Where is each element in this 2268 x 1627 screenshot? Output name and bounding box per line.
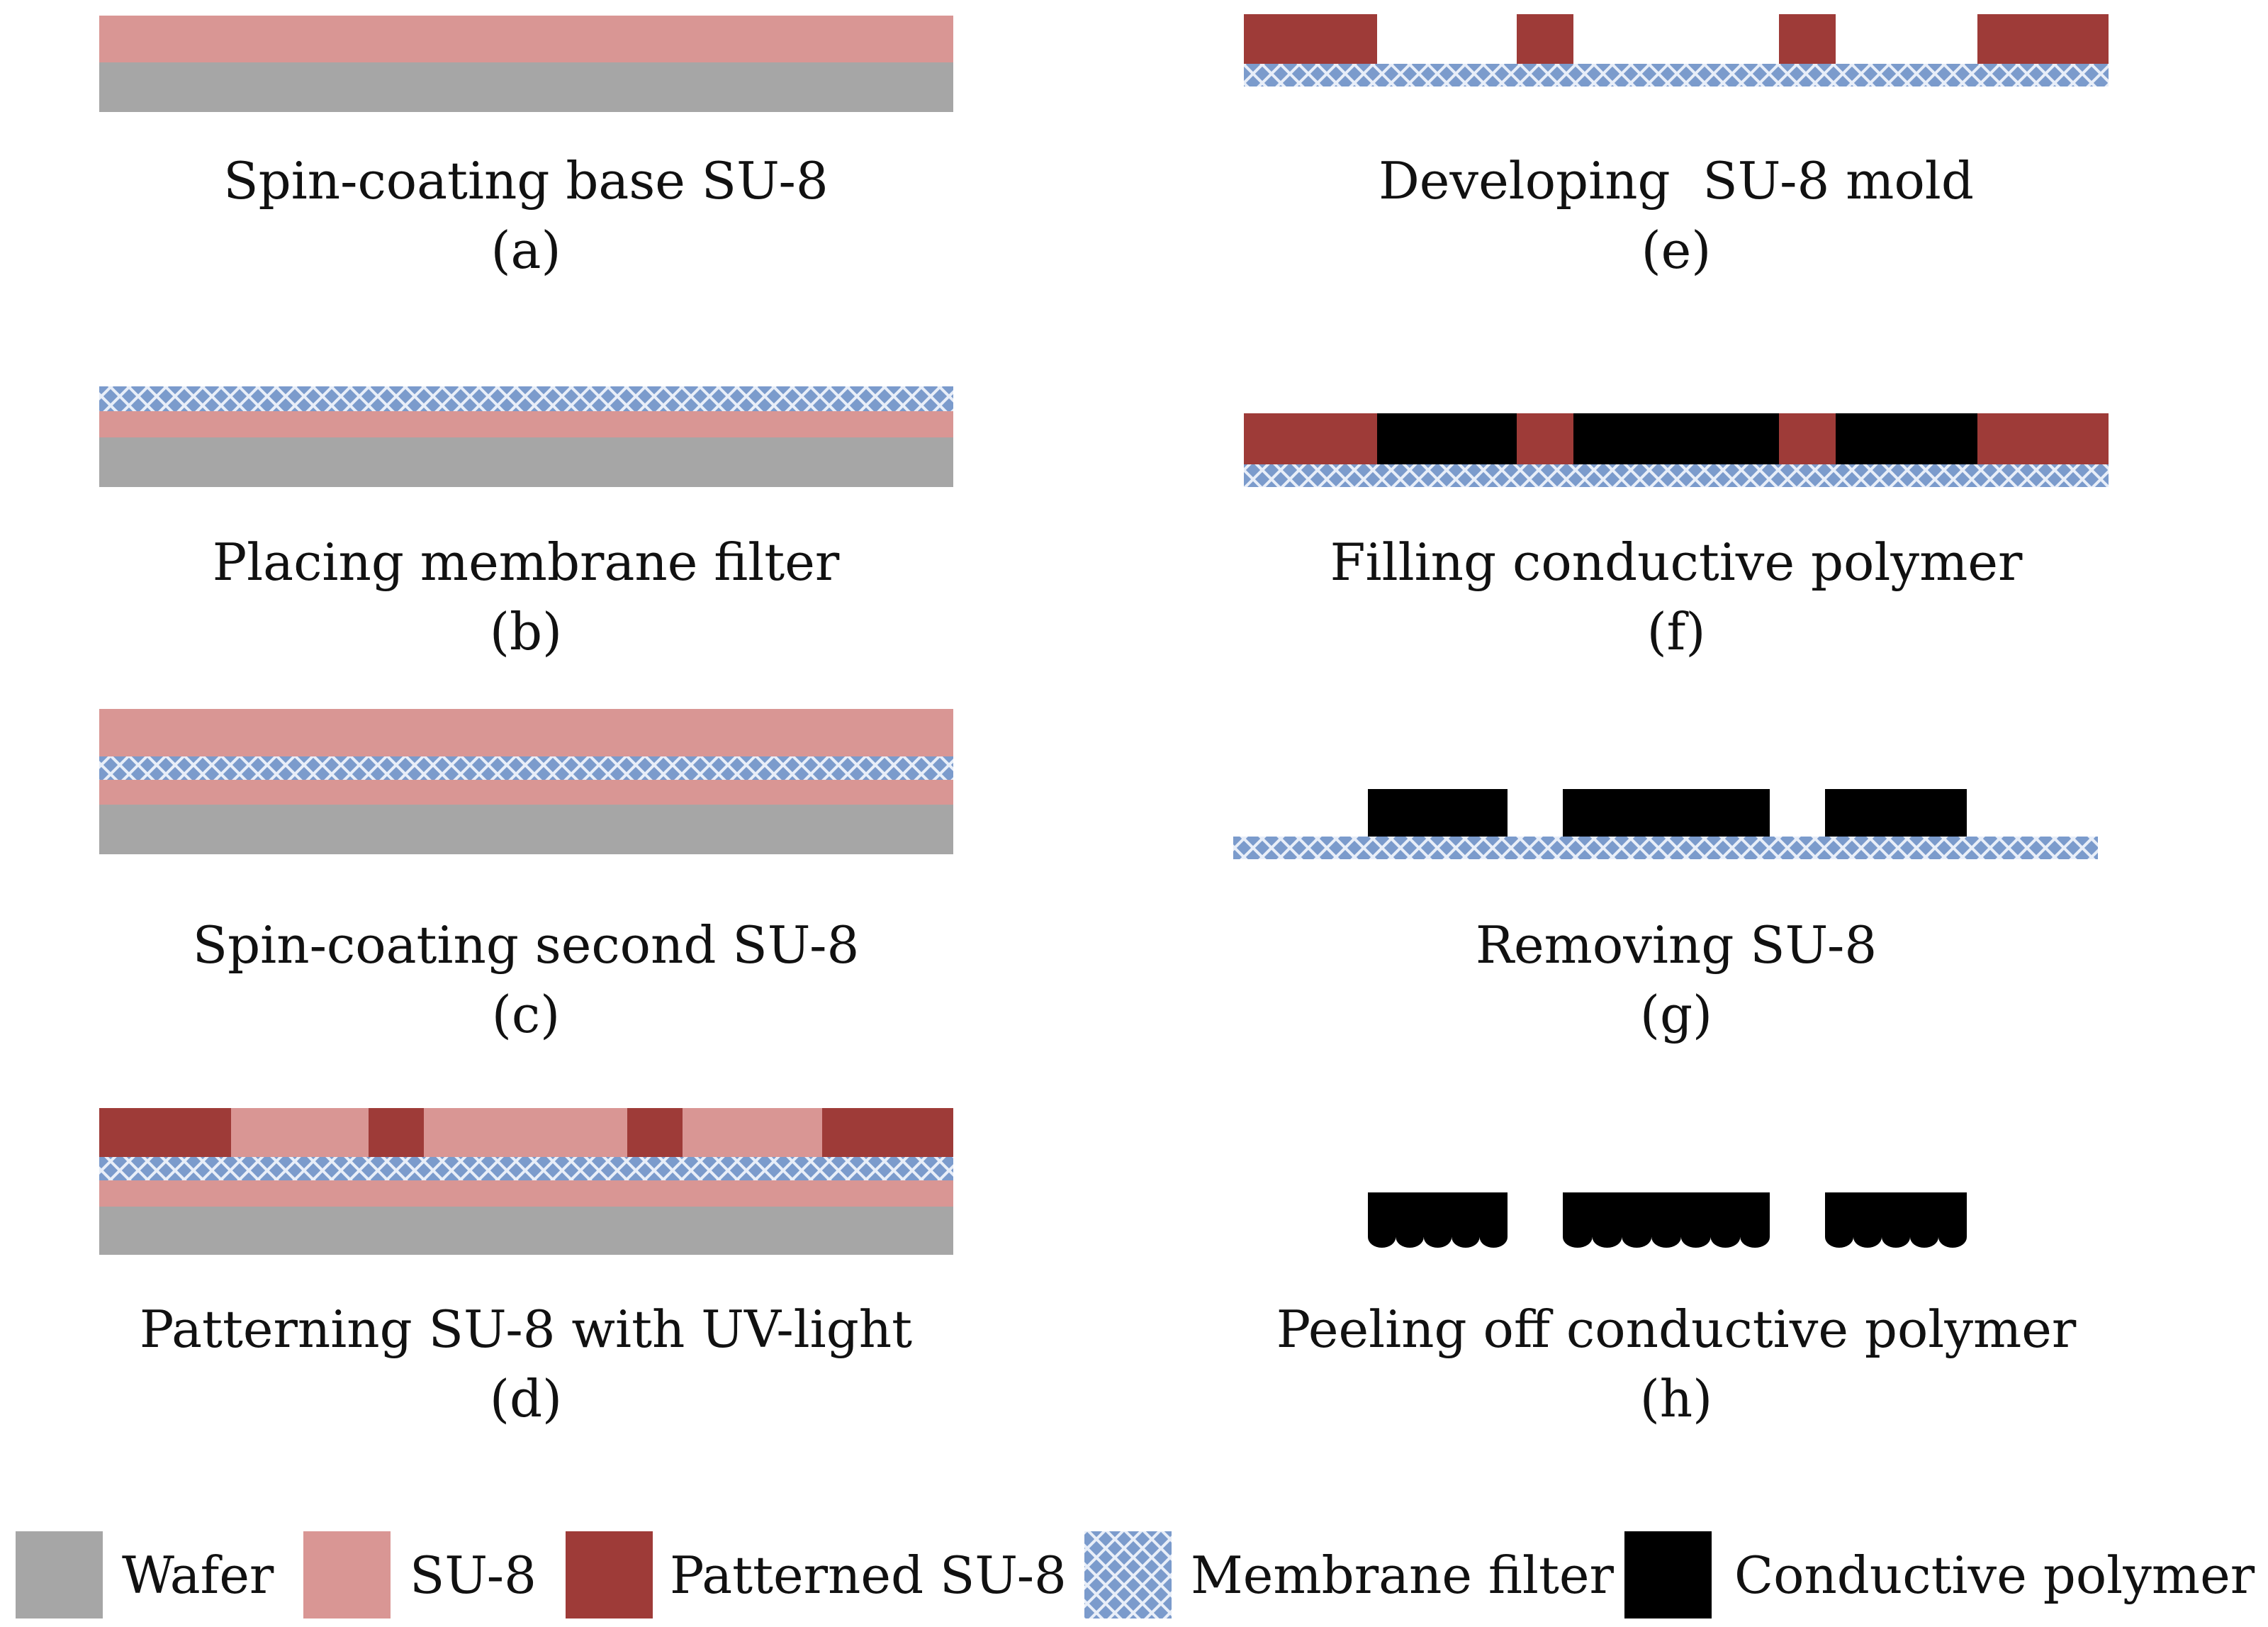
wafer-layer (99, 1207, 953, 1255)
step-g-caption: Removing SU-8 (1476, 915, 1877, 975)
polymer-bump (1423, 1226, 1452, 1248)
step-c-cross-section (99, 709, 953, 854)
step-e-cross-section (1244, 14, 2109, 86)
step-d-caption: Patterning SU-8 with UV-light (140, 1299, 912, 1359)
polymer-bump (1479, 1226, 1508, 1248)
polymer-bump (1622, 1226, 1652, 1248)
su8-layer (99, 16, 953, 62)
conductive-polymer-block (1825, 789, 1967, 837)
step-h-caption: Peeling off conductive polymer (1276, 1299, 2077, 1359)
polymer-bump (1368, 1226, 1396, 1248)
patterned-su8-block (1517, 413, 1573, 464)
step-c-label: (c) (492, 985, 561, 1044)
legend-label-conductive-polymer: Conductive polymer (1734, 1545, 2255, 1605)
patterned-su8-block (822, 1108, 953, 1157)
step-b-caption: Placing membrane filter (213, 532, 840, 592)
polymer-bump (1910, 1226, 1938, 1248)
polymer-bump (1938, 1226, 1967, 1248)
step-d-cross-section (99, 1108, 953, 1255)
wafer-layer (99, 62, 953, 112)
patterned-su8-block (99, 1108, 231, 1157)
second-su8-layer (99, 709, 953, 756)
step-f-caption: Filling conductive polymer (1330, 532, 2023, 592)
polymer-bump (1740, 1226, 1770, 1248)
conductive-polymer-swatch (1624, 1531, 1712, 1618)
legend-label-su8: SU-8 (410, 1545, 537, 1605)
step-a-cross-section (99, 16, 953, 112)
polymer-bump (1396, 1226, 1424, 1248)
su8-layer (99, 1180, 953, 1207)
legend-label-membrane-filter: Membrane filter (1191, 1545, 1615, 1605)
step-h-label: (h) (1640, 1369, 1713, 1428)
su8-swatch (303, 1531, 391, 1618)
patterned-su8-block (369, 1108, 424, 1157)
wafer-swatch (16, 1531, 103, 1618)
membrane-filter-layer (1244, 64, 2109, 86)
patterned-su8-block (1244, 413, 1377, 464)
step-e-caption: Developing SU-8 mold (1379, 151, 1974, 211)
polymer-bump (1452, 1226, 1480, 1248)
step-a-caption: Spin-coating base SU-8 (223, 151, 828, 211)
step-a-label: (a) (490, 220, 561, 280)
su8-layer (99, 411, 953, 437)
step-f-cross-section (1244, 413, 2109, 487)
polymer-bump (1825, 1226, 1853, 1248)
conductive-polymer-fill (1244, 413, 2109, 464)
step-h-cross-section (1368, 1192, 1967, 1248)
polymer-bump (1592, 1226, 1622, 1248)
su8-layer (99, 780, 953, 805)
membrane-filter-layer (99, 386, 953, 411)
wafer-layer (99, 437, 953, 487)
step-c-caption: Spin-coating second SU-8 (193, 915, 860, 975)
polymer-bump (1563, 1226, 1593, 1248)
membrane-filter-layer (99, 1157, 953, 1180)
step-b-cross-section (99, 386, 953, 487)
wafer-layer (99, 805, 953, 854)
su8-layer (99, 1108, 953, 1157)
legend-label-patterned-su8: Patterned SU-8 (670, 1545, 1067, 1605)
patterned-su8-block (627, 1108, 683, 1157)
patterned-su8-swatch (566, 1531, 653, 1618)
patterned-su8-block (1977, 14, 2109, 64)
polymer-bump (1651, 1226, 1681, 1248)
step-d-label: (d) (490, 1369, 562, 1428)
membrane-filter-swatch (1084, 1531, 1172, 1618)
polymer-bump (1710, 1226, 1741, 1248)
conductive-polymer-block (1563, 789, 1770, 837)
membrane-filter-layer (1233, 837, 2098, 859)
polymer-bump (1680, 1226, 1711, 1248)
membrane-filter-layer (99, 756, 953, 780)
membrane-filter-layer (1244, 464, 2109, 487)
conductive-polymer-block (1368, 789, 1508, 837)
polymer-bump (1853, 1226, 1882, 1248)
legend: Wafer SU-8 Patterned SU-8 Membrane filte… (16, 1531, 2255, 1618)
patterned-su8-block (1977, 413, 2109, 464)
step-g-cross-section (1233, 789, 2098, 859)
patterned-su8-block (1779, 14, 1836, 64)
step-f-label: (f) (1647, 602, 1706, 661)
patterned-su8-block (1244, 14, 1377, 64)
legend-label-wafer: Wafer (122, 1545, 274, 1605)
step-e-label: (e) (1641, 220, 1712, 280)
polymer-bump (1882, 1226, 1910, 1248)
step-b-label: (b) (490, 602, 562, 661)
patterned-su8-block (1517, 14, 1573, 64)
step-g-label: (g) (1640, 985, 1712, 1044)
patterned-su8-block (1779, 413, 1836, 464)
